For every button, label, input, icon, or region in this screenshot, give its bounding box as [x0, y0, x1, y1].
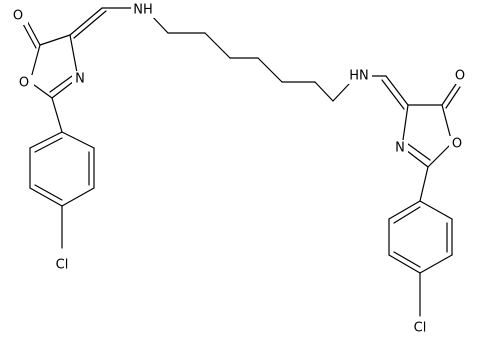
bond — [49, 75, 73, 93]
atom-label-o-ring-right: O — [452, 137, 462, 152]
bond — [61, 187, 95, 207]
bond — [381, 79, 405, 110]
atom-label-nh-left: NH — [133, 3, 153, 18]
atom-labels: O N O NH Cl HN O N O Cl — [12, 2, 468, 336]
bond — [388, 254, 421, 274]
atom-label-n-ring-left: N — [75, 72, 85, 87]
atom-label-o-carbonyl-left: O — [13, 9, 23, 24]
bond — [332, 83, 350, 102]
atom-label-o-ring-left: O — [19, 76, 29, 91]
atom-label-nh-right: HN — [349, 69, 369, 84]
bond — [69, 34, 79, 79]
bond — [73, 10, 107, 39]
bond — [25, 18, 41, 46]
atom-label-n-ring-right: N — [395, 141, 405, 156]
bond — [314, 81, 334, 102]
bond — [419, 200, 453, 220]
bond — [51, 97, 63, 133]
bond — [385, 75, 409, 106]
bond — [257, 57, 283, 83]
bond — [34, 184, 63, 201]
right-oxazolone-ring — [401, 83, 461, 168]
bond — [427, 142, 453, 168]
bond — [34, 137, 63, 153]
bond — [445, 86, 461, 109]
bond — [61, 131, 95, 149]
bond — [29, 131, 63, 149]
bond — [69, 7, 103, 36]
bond — [419, 254, 453, 274]
bond — [39, 34, 71, 46]
bond — [393, 251, 421, 268]
bond — [441, 83, 457, 106]
bond — [407, 143, 431, 161]
atom-label-cl-right: Cl — [414, 321, 427, 336]
bond — [21, 21, 37, 49]
bond — [393, 206, 421, 224]
atom-label-cl-left: Cl — [56, 258, 69, 273]
bond — [204, 32, 231, 59]
atom-label-o-carbonyl-right: O — [455, 69, 465, 84]
bond — [29, 187, 63, 207]
left-exocyclic-methylidene — [69, 7, 137, 39]
bond — [388, 200, 421, 220]
right-exocyclic-methylidene — [365, 75, 409, 110]
hexamethylene-chain — [149, 13, 350, 102]
left-chlorophenyl-ring — [29, 97, 95, 249]
right-chlorophenyl-ring — [388, 166, 453, 317]
bond — [419, 166, 429, 202]
